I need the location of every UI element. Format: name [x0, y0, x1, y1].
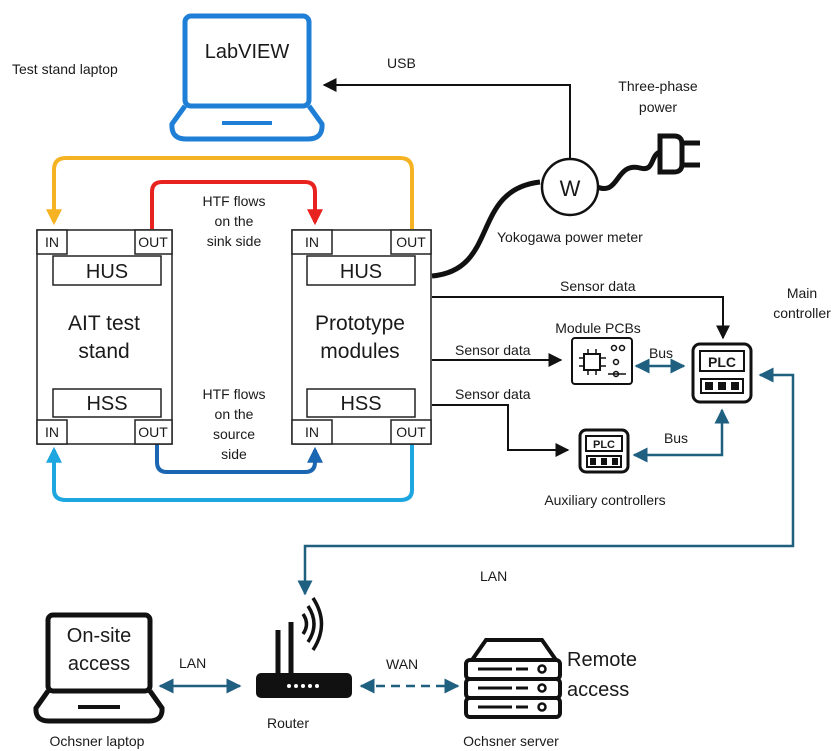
power-cable	[596, 149, 662, 191]
main-controller-label-1: Main	[787, 285, 817, 301]
main-plc-text: PLC	[708, 354, 736, 370]
labview-label: LabVIEW	[205, 41, 290, 63]
test-stand-laptop-label: Test stand laptop	[12, 61, 118, 77]
proto-hus-out: OUT	[396, 234, 426, 250]
red-loop	[150, 180, 323, 229]
usb-arrow	[322, 78, 571, 162]
onsite-label-1: On-site	[67, 625, 131, 647]
ait-hss-in: IN	[45, 424, 59, 440]
htf-sink-2: on the	[215, 213, 254, 229]
bus-label-2: Bus	[664, 430, 688, 446]
server-icon	[464, 638, 562, 719]
remote-access-label-2: access	[567, 679, 629, 701]
wan-label: WAN	[386, 656, 418, 672]
proto-hss-label: HSS	[340, 393, 381, 415]
meter-symbol: W	[560, 176, 581, 201]
htf-source-2: on the	[215, 406, 254, 422]
lan-arrow-controller-router	[297, 367, 795, 596]
sensor-data-label-3: Sensor data	[455, 386, 531, 402]
proto-hus-in: IN	[305, 234, 319, 250]
onsite-label-2: access	[68, 653, 130, 675]
yellow-loop	[46, 156, 414, 229]
ochsner-laptop-icon: On-site access	[33, 612, 165, 724]
power-meter-icon: W	[540, 157, 600, 217]
lan-label-2: LAN	[179, 655, 206, 671]
router-icon	[256, 597, 352, 698]
ochsner-server-label: Ochsner server	[463, 733, 559, 749]
ait-title-1: AIT test	[68, 312, 140, 335]
remote-access-label-1: Remote	[567, 649, 637, 671]
sensor-data-label-1: Sensor data	[560, 278, 636, 294]
lan-label-1: LAN	[480, 568, 507, 584]
htf-source-3: source	[213, 426, 255, 442]
ait-hss-label: HSS	[86, 393, 127, 415]
proto-hss-out: OUT	[396, 424, 426, 440]
sensor-data-label-2: Sensor data	[455, 342, 531, 358]
proto-hss-in: IN	[305, 424, 319, 440]
three-phase-label-2: power	[639, 99, 677, 115]
sensor-data-arrow-aux	[432, 404, 570, 457]
aux-plc-text: PLC	[593, 439, 615, 451]
proto-title-2: modules	[320, 340, 399, 363]
ait-hus-out: OUT	[138, 234, 168, 250]
main-plc-icon: PLC	[691, 342, 753, 404]
htf-source-1: HTF flows	[203, 386, 266, 402]
test-stand-laptop-icon: LabVIEW	[169, 13, 325, 142]
module-pcbs-label: Module PCBs	[555, 320, 641, 336]
three-phase-label-1: Three-phase	[618, 78, 698, 94]
usb-label: USB	[387, 55, 416, 71]
bus-label-1: Bus	[649, 345, 673, 361]
aux-plc-icon: PLC	[578, 428, 630, 474]
htf-sink-1: HTF flows	[203, 193, 266, 209]
ait-hus-in: IN	[45, 234, 59, 250]
aux-controllers-label: Auxiliary controllers	[544, 492, 665, 508]
proto-hus-label: HUS	[340, 261, 382, 283]
ait-hss-out: OUT	[138, 424, 168, 440]
ait-title-2: stand	[78, 340, 129, 363]
power-plug-icon	[657, 133, 700, 175]
pcb-icon	[571, 337, 633, 385]
proto-title-1: Prototype	[315, 312, 405, 335]
htf-source-4: side	[221, 446, 247, 462]
main-controller-label-2: controller	[773, 305, 831, 321]
meter-to-hus-cable	[431, 179, 541, 279]
ochsner-laptop-label: Ochsner laptop	[50, 733, 145, 749]
htf-sink-3: sink side	[207, 233, 262, 249]
sensor-data-arrow-main	[432, 296, 730, 340]
router-label: Router	[267, 715, 309, 731]
ait-hus-label: HUS	[86, 261, 128, 283]
ait-test-stand-block	[36, 229, 173, 445]
yokogawa-label: Yokogawa power meter	[497, 229, 643, 245]
